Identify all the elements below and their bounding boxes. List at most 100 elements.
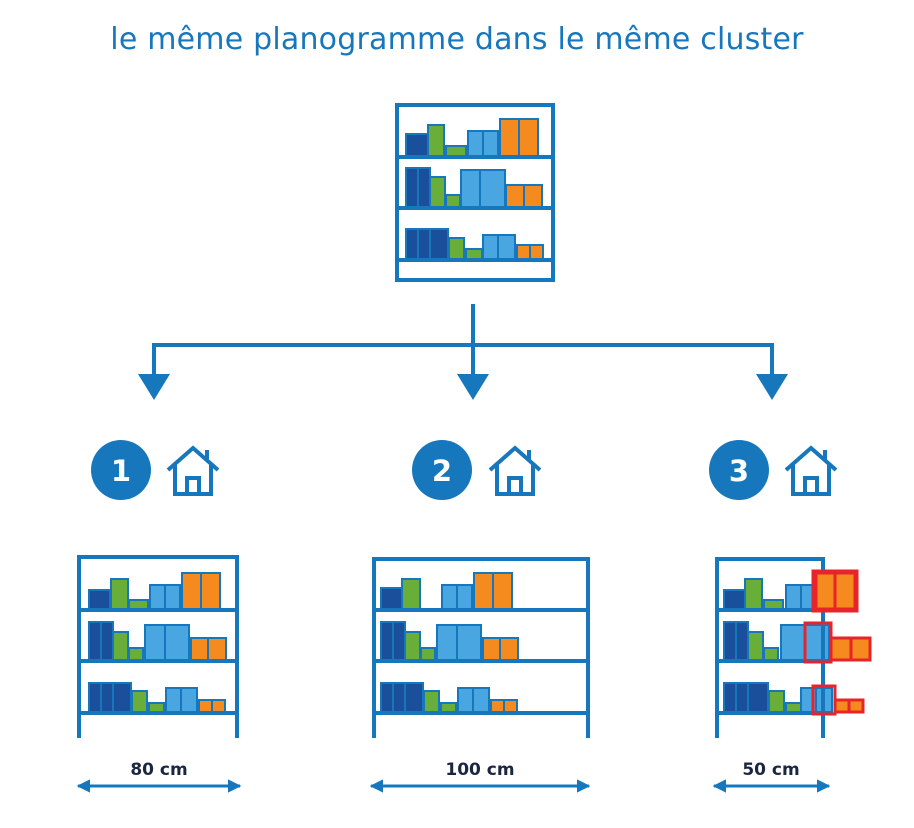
- product-box: [380, 682, 394, 713]
- product-box: [465, 248, 483, 260]
- store-1-header: 1: [91, 440, 220, 500]
- width-label-50: 50 cm: [742, 760, 799, 780]
- product-box: [164, 624, 190, 661]
- product-box: [445, 194, 461, 208]
- product-box: [164, 584, 181, 610]
- product-box: [723, 682, 737, 713]
- store-3-shelf: [715, 557, 872, 738]
- product-box: [100, 682, 114, 713]
- product-box: [479, 169, 506, 208]
- house-icon: [784, 445, 838, 496]
- product-box: [492, 572, 513, 610]
- product-box: [405, 228, 419, 260]
- product-box: [460, 169, 481, 208]
- product-box: [401, 578, 421, 610]
- store-3-header: 3: [709, 440, 838, 500]
- product-box: [429, 228, 449, 260]
- tree-connector: [152, 304, 774, 378]
- product-box: [427, 124, 445, 157]
- product-box: [744, 578, 763, 610]
- product-box: [392, 621, 406, 661]
- product-box: [200, 572, 221, 610]
- product-box: [503, 699, 518, 713]
- product-box: [405, 167, 419, 208]
- store-number: 3: [729, 454, 749, 488]
- master-products: [405, 118, 544, 260]
- product-box: [112, 682, 132, 713]
- product-box: [100, 621, 114, 661]
- overflow-product-box: [829, 636, 853, 662]
- product-box: [417, 167, 431, 208]
- product-box: [404, 631, 421, 661]
- product-box: [785, 702, 802, 713]
- store-3-overflow-products: [803, 569, 872, 716]
- overflow-highlight: [811, 684, 837, 716]
- product-box: [763, 647, 779, 661]
- overflow-product-box: [847, 698, 865, 714]
- product-box: [482, 130, 499, 157]
- product-box: [735, 682, 749, 713]
- store-number: 1: [111, 454, 131, 488]
- product-box: [497, 234, 516, 260]
- store-2-products: [380, 572, 519, 713]
- overflow-product-box: [833, 571, 857, 611]
- product-box: [735, 621, 749, 661]
- product-box: [457, 687, 474, 713]
- product-box: [88, 682, 102, 713]
- product-box: [88, 621, 102, 661]
- product-box: [456, 624, 482, 661]
- product-box: [429, 176, 446, 208]
- arrow-down-icon: [457, 374, 489, 400]
- product-box: [190, 637, 209, 661]
- overflow-product-box: [814, 571, 837, 611]
- product-box: [523, 184, 543, 208]
- product-box: [445, 145, 467, 157]
- master-shelf: [395, 103, 555, 282]
- product-box: [747, 631, 764, 661]
- product-box: [467, 130, 484, 157]
- product-box: [490, 699, 505, 713]
- product-box: [88, 589, 111, 610]
- product-box: [148, 702, 165, 713]
- product-box: [456, 584, 473, 610]
- width-label-100: 100 cm: [445, 760, 514, 780]
- product-box: [181, 572, 202, 610]
- product-box: [473, 572, 494, 610]
- product-box: [198, 699, 213, 713]
- overflow-highlight: [811, 569, 859, 613]
- product-box: [131, 690, 148, 713]
- product-box: [128, 599, 149, 610]
- product-box: [472, 687, 490, 713]
- product-box: [499, 118, 520, 157]
- product-box: [392, 682, 406, 713]
- product-box: [763, 599, 784, 610]
- product-box: [747, 682, 769, 713]
- store-number-badge: [412, 440, 472, 500]
- house-icon: [488, 445, 542, 496]
- product-box: [110, 578, 129, 610]
- product-box: [112, 631, 129, 661]
- store-1-products: [88, 572, 227, 713]
- product-box: [529, 244, 544, 260]
- width-label-80: 80 cm: [130, 760, 187, 780]
- diagram-title: le même planogramme dans le même cluster: [110, 22, 804, 57]
- product-box: [505, 184, 525, 208]
- product-box: [723, 621, 737, 661]
- product-box: [441, 584, 458, 610]
- product-box: [207, 637, 227, 661]
- product-box: [128, 647, 144, 661]
- product-box: [144, 624, 166, 661]
- product-box: [380, 621, 394, 661]
- overflow-product-box: [849, 636, 872, 662]
- product-box: [768, 690, 785, 713]
- store-2-header: 2: [412, 440, 542, 500]
- product-box: [516, 244, 531, 260]
- product-box: [405, 133, 429, 157]
- store-2-shelf: [372, 557, 590, 738]
- product-box: [180, 687, 198, 713]
- product-box: [440, 702, 457, 713]
- product-box: [723, 589, 746, 610]
- product-box: [404, 682, 424, 713]
- product-box: [417, 228, 431, 260]
